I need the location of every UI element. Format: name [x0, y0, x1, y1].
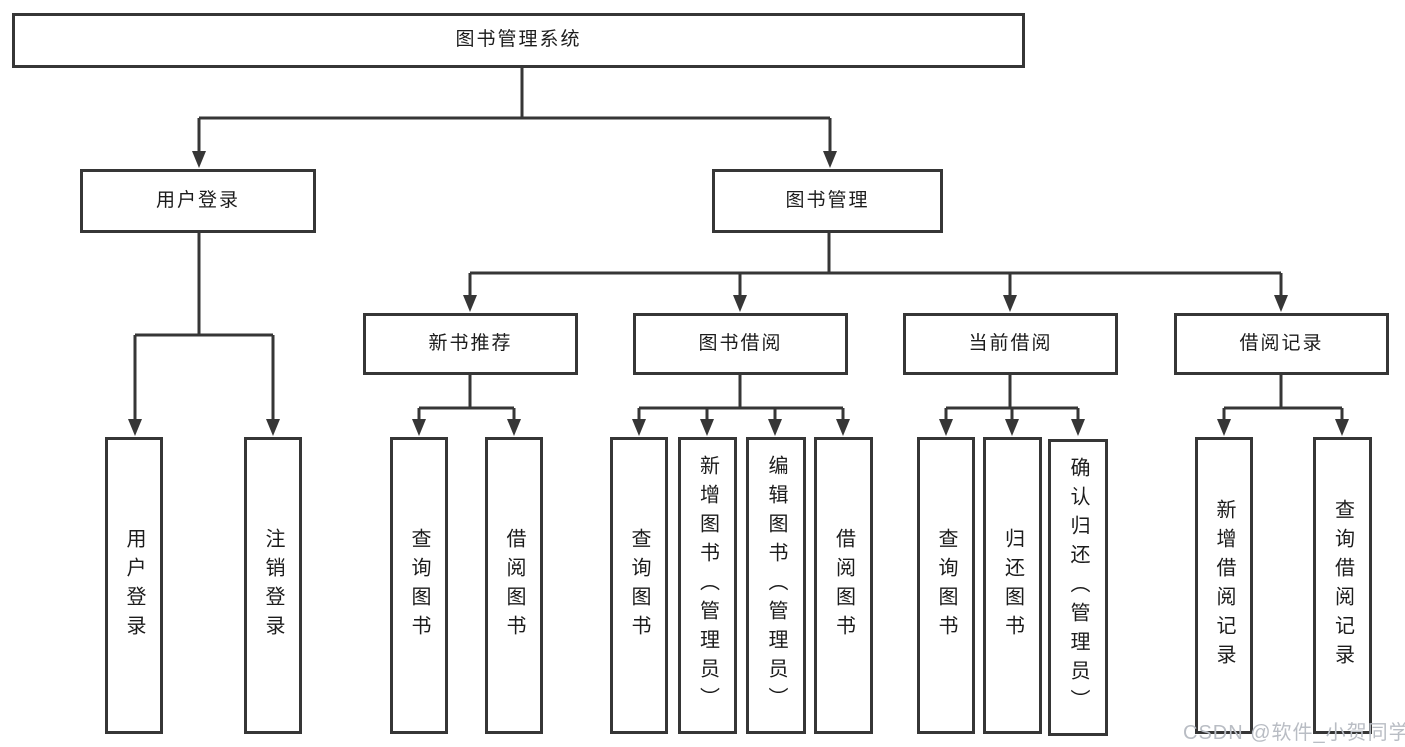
- leaf-borrow-books-borrowing: 借阅图书: [814, 437, 873, 734]
- leaf-confirm-return-admin: 确认归还（管理员）: [1048, 439, 1108, 736]
- leaf-logout: 注销登录: [244, 437, 302, 734]
- node-new-book-recommend: 新书推荐: [363, 313, 578, 375]
- node-current-borrowing: 当前借阅: [903, 313, 1118, 375]
- watermark-text: CSDN @软件_小贺同学: [1183, 722, 1405, 744]
- leaf-add-book-admin: 新增图书（管理员）: [678, 437, 737, 734]
- node-borrowing-records: 借阅记录: [1174, 313, 1389, 375]
- node-library-system: 图书管理系统: [12, 13, 1025, 68]
- leaf-borrow-books-recommend: 借阅图书: [485, 437, 543, 734]
- leaf-query-books-recommend: 查询图书: [390, 437, 448, 734]
- leaf-user-login: 用户登录: [105, 437, 163, 734]
- leaf-add-borrow-record: 新增借阅记录: [1195, 437, 1253, 734]
- node-book-borrowing: 图书借阅: [633, 313, 848, 375]
- leaf-query-books-borrowing: 查询图书: [610, 437, 668, 734]
- leaf-query-books-current: 查询图书: [917, 437, 975, 734]
- leaf-query-borrow-record: 查询借阅记录: [1313, 437, 1372, 734]
- leaf-return-books: 归还图书: [983, 437, 1042, 734]
- leaf-edit-book-admin: 编辑图书（管理员）: [746, 437, 806, 734]
- node-book-management: 图书管理: [712, 169, 943, 233]
- node-user-login: 用户登录: [80, 169, 316, 233]
